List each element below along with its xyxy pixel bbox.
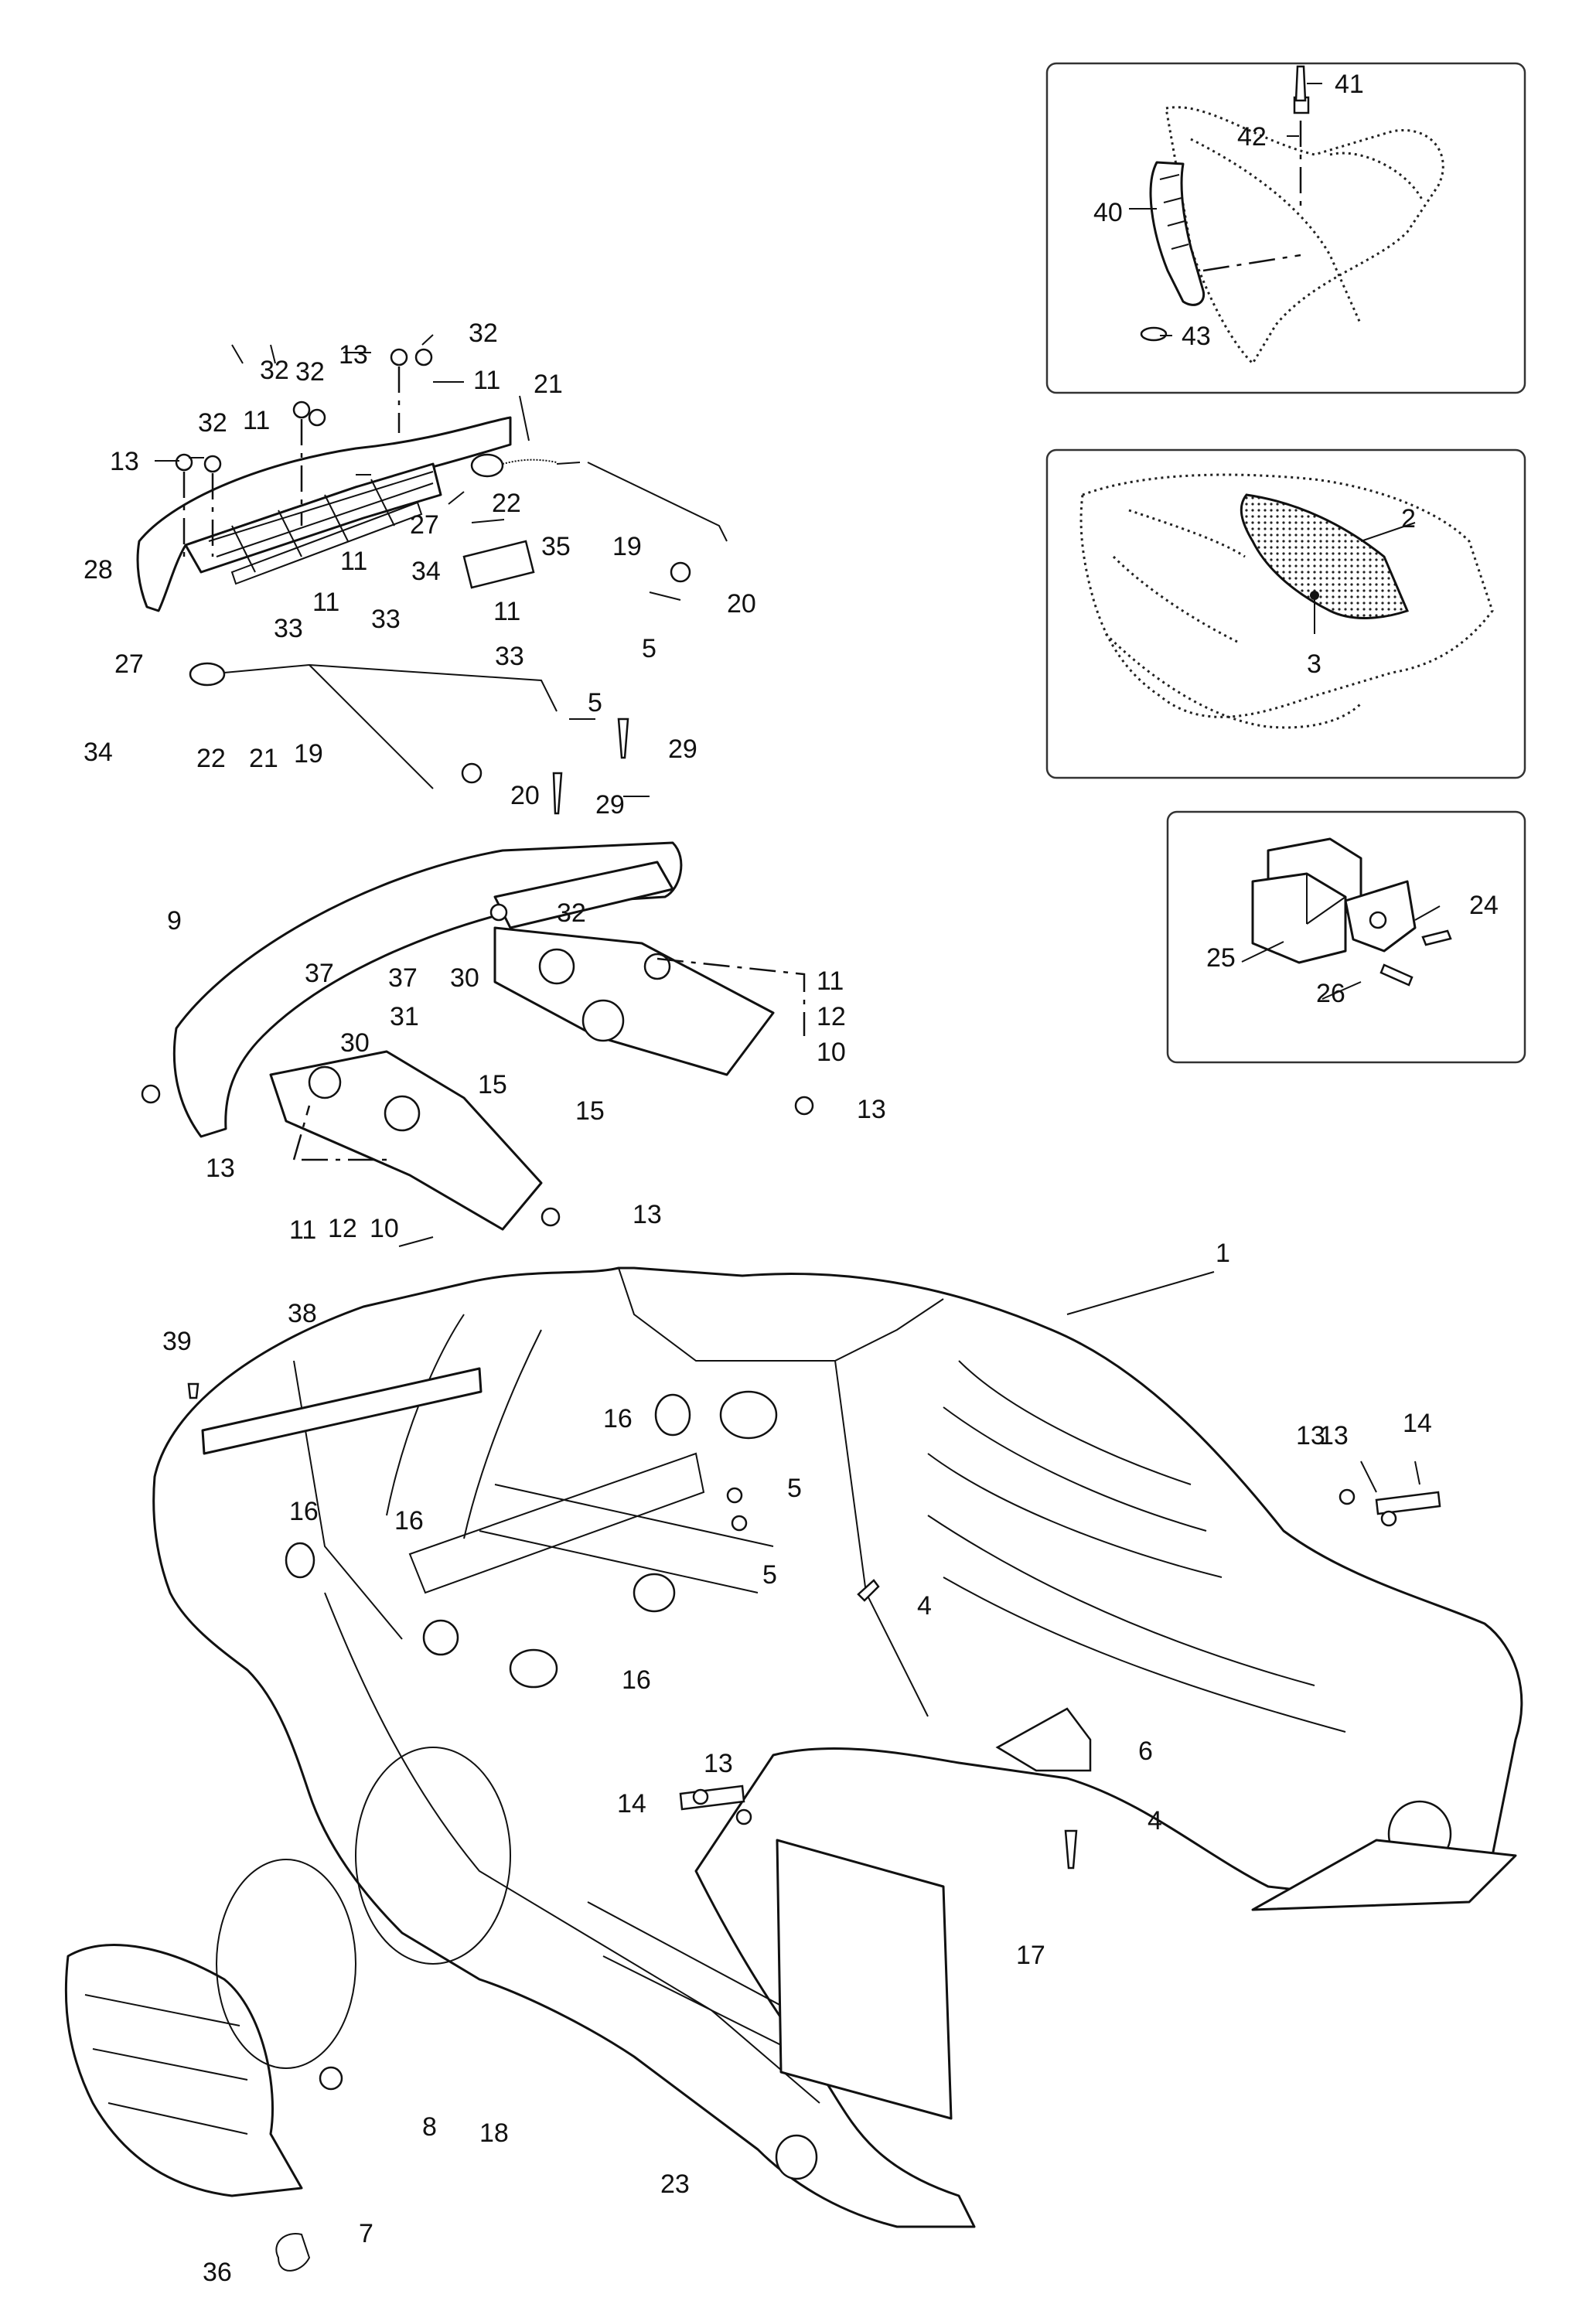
callout-29a: 29	[668, 735, 697, 764]
callout-25: 25	[1206, 943, 1236, 973]
callout-13c: 13	[857, 1095, 886, 1124]
callout-33b: 33	[371, 605, 401, 634]
callout-15a: 15	[478, 1070, 507, 1099]
callout-14b: 14	[617, 1789, 646, 1818]
callout-13g: 13	[704, 1749, 733, 1778]
callout-27b: 27	[114, 649, 144, 679]
callout-34a: 34	[411, 557, 441, 586]
callout-16a: 16	[603, 1404, 633, 1433]
callout-11c: 11	[312, 588, 339, 617]
callout-13a: 13	[110, 447, 139, 476]
callout-18: 18	[479, 2118, 509, 2148]
callout-23: 23	[660, 2170, 690, 2199]
callout-5b: 5	[588, 688, 602, 718]
callout-20a: 20	[727, 589, 756, 619]
callout-42: 42	[1237, 122, 1267, 152]
callout-10a: 10	[817, 1038, 846, 1067]
callout-16d: 16	[622, 1665, 651, 1695]
callout-41: 41	[1335, 70, 1364, 99]
callout-28: 28	[84, 555, 113, 585]
callout-17: 17	[1016, 1941, 1045, 1970]
callout-35: 35	[541, 532, 571, 561]
callout-32b: 32	[260, 356, 289, 385]
callout-13h: 13	[1296, 1421, 1325, 1450]
callout-7: 7	[359, 2219, 373, 2248]
callout-32d: 32	[557, 898, 586, 928]
callout-40: 40	[1093, 198, 1123, 227]
callout-13b: 13	[339, 340, 368, 370]
callout-38: 38	[288, 1299, 317, 1328]
callout-5c: 5	[762, 1560, 777, 1590]
callout-26: 26	[1316, 979, 1345, 1008]
callout-19b: 19	[294, 739, 323, 769]
callout-22a: 22	[492, 489, 521, 518]
callout-19a: 19	[612, 532, 642, 561]
callout-11e: 11	[817, 966, 844, 996]
callout-16c: 16	[394, 1506, 424, 1536]
callout-leaders	[155, 83, 1441, 1493]
inset-pad	[1045, 448, 1526, 779]
callout-8: 8	[422, 2112, 437, 2142]
callout-1: 1	[1216, 1239, 1230, 1268]
callout-29b: 29	[595, 790, 625, 820]
callout-30b: 30	[340, 1028, 370, 1058]
callout-39: 39	[162, 1327, 192, 1356]
callout-32e: 32	[295, 357, 325, 387]
callout-20b: 20	[510, 781, 540, 810]
callout-4a: 4	[917, 1591, 932, 1621]
callout-13d: 13	[206, 1154, 235, 1183]
callout-12a: 12	[817, 1002, 846, 1031]
callout-11f: 11	[289, 1215, 316, 1245]
main-body-shell	[152, 1266, 1523, 2228]
callout-5d: 5	[787, 1474, 802, 1503]
callout-11d: 11	[493, 597, 520, 626]
callout-15b: 15	[575, 1096, 605, 1126]
callout-37b: 37	[388, 963, 418, 993]
callout-34b: 34	[84, 738, 113, 767]
inset-bracket	[1166, 810, 1526, 1064]
callout-22b: 22	[196, 744, 226, 773]
callout-36: 36	[203, 2258, 232, 2287]
callout-33a: 33	[274, 614, 303, 643]
callout-11a: 11	[473, 366, 500, 395]
callout-4b: 4	[1148, 1806, 1162, 1836]
callout-12b: 12	[328, 1214, 357, 1243]
callout-24: 24	[1469, 891, 1499, 920]
callout-21b: 21	[249, 744, 278, 773]
callout-31: 31	[390, 1002, 419, 1031]
callout-30a: 30	[450, 963, 479, 993]
inset-handle	[1045, 62, 1526, 394]
callout-13e: 13	[633, 1200, 662, 1229]
callout-labels: 1 2 3 4 4 5 5 5 5 6 7 8 9 10 10 11 11 11…	[84, 70, 1499, 2287]
callout-2: 2	[1401, 504, 1416, 533]
callout-6: 6	[1138, 1737, 1153, 1766]
callout-32c: 32	[198, 408, 227, 438]
callout-43: 43	[1182, 322, 1211, 351]
callout-32a: 32	[469, 319, 498, 348]
callout-11g: 11	[340, 547, 367, 576]
bumper-and-brackets	[141, 841, 814, 1231]
callout-13f: 13	[1319, 1421, 1349, 1450]
callout-3: 3	[1307, 649, 1321, 679]
callout-21a: 21	[534, 370, 563, 399]
loose-parts	[64, 1367, 1441, 2272]
callout-33c: 33	[495, 642, 524, 671]
callout-16b: 16	[289, 1497, 319, 1526]
callout-14a: 14	[1403, 1409, 1432, 1438]
callout-27a: 27	[410, 510, 439, 540]
bumper-bar-assembly	[136, 348, 728, 815]
callout-5a: 5	[642, 634, 656, 663]
callout-37a: 37	[305, 959, 334, 988]
callout-9: 9	[167, 906, 182, 936]
callout-10b: 10	[370, 1214, 399, 1243]
callout-11b: 11	[243, 406, 270, 435]
